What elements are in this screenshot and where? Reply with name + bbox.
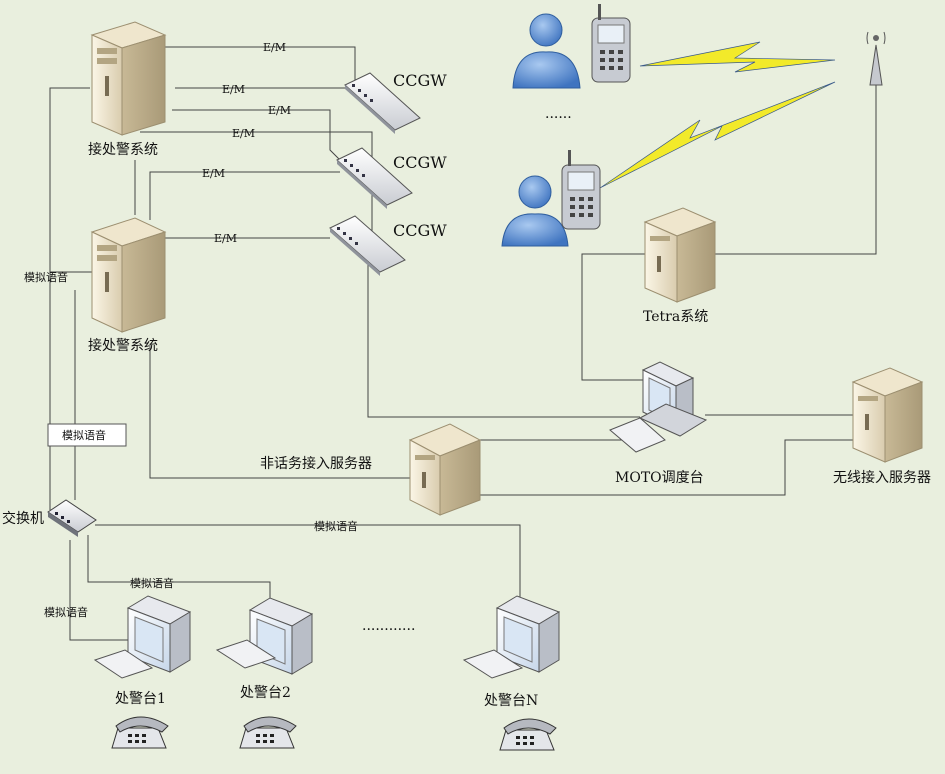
trunk-left (49, 87, 90, 510)
console-n-label: 处警台N (484, 693, 538, 709)
ccgw-label-1: CCGW (393, 71, 447, 90)
analog-voice-label-2: 模拟语音 (62, 428, 106, 442)
non-voice-server (408, 423, 482, 516)
ccgw-label-3: CCGW (393, 221, 447, 240)
ccgw-gateway-2 (336, 147, 413, 209)
lightning-bolt-2 (599, 81, 836, 189)
analog-voice-label-1: 模拟语音 (24, 270, 68, 284)
analog-voice-label-5: 模拟语音 (44, 605, 88, 619)
console-2-label: 处警台2 (240, 685, 291, 701)
analog-voice-label-3: 模拟语音 (314, 519, 358, 533)
em-label-5: E/M (202, 167, 225, 180)
console-1-computer (93, 595, 192, 679)
ccgw-to-moto (367, 265, 640, 418)
tetra-system-label: Tetra系统 (643, 309, 708, 325)
em-line-5 (149, 171, 340, 220)
ellipsis-users: ...... (545, 106, 572, 122)
connection-lines (49, 46, 877, 641)
jcj-system-label-top: 接处警系统 (88, 141, 158, 158)
mobile-phone-icon-top (591, 4, 631, 83)
em-line-1 (165, 46, 356, 80)
desk-phone-icon-2 (239, 716, 297, 749)
nonvoice-to-wireless (480, 439, 853, 496)
switch-label: 交换机 (2, 510, 44, 527)
em-label-6: E/M (214, 232, 237, 245)
labels: E/M E/M E/M E/M E/M E/M CCGW CCGW CCGW 接… (2, 41, 931, 709)
tetra-to-antenna (715, 85, 877, 255)
wireless-server (851, 367, 924, 463)
jcj-server-top (90, 21, 167, 136)
em-label-1: E/M (263, 41, 286, 54)
ccgw-label-2: CCGW (393, 153, 447, 172)
switch-to-console-n (95, 524, 521, 598)
em-label-4: E/M (232, 127, 255, 140)
moto-console-label: MOTO调度台 (615, 470, 704, 486)
antenna-icon (866, 31, 886, 86)
ellipsis-consoles: ............ (362, 618, 415, 634)
switch-to-console-2 (87, 535, 271, 600)
analog-voice-label-4: 模拟语音 (130, 576, 174, 590)
em-label-2: E/M (222, 83, 245, 96)
ccgw-gateway-3 (329, 215, 406, 276)
wireless-links (599, 41, 836, 189)
ccgw-gateway-1 (344, 72, 421, 134)
console-1-label: 处警台1 (115, 691, 166, 707)
mobile-phone-icon-bottom (561, 150, 601, 230)
lightning-bolt-1 (639, 41, 836, 73)
non-voice-server-label: 非话务接入服务器 (260, 455, 372, 472)
jcj-system-label-bottom: 接处警系统 (88, 337, 158, 354)
em-label-3: E/M (268, 104, 291, 117)
analog-voice-box (47, 423, 127, 447)
switch-to-console-1 (69, 540, 128, 641)
em-line-4 (140, 131, 373, 240)
moto-console-computer (609, 361, 708, 453)
user-icon-bottom (501, 175, 569, 247)
wireless-server-label: 无线接入服务器 (833, 469, 931, 486)
user-icon-top (512, 13, 581, 89)
switch-device (47, 499, 97, 537)
tetra-server (643, 207, 717, 303)
jcj-server-bottom (90, 217, 167, 333)
desk-phone-icon-1 (111, 716, 169, 749)
console-2-computer (215, 597, 314, 675)
server-to-nonvoice (149, 345, 412, 479)
em-line-3 (172, 109, 341, 161)
console-n-computer (462, 595, 561, 679)
desk-phone-icon-n (499, 718, 557, 751)
tetra-to-moto (581, 253, 680, 381)
